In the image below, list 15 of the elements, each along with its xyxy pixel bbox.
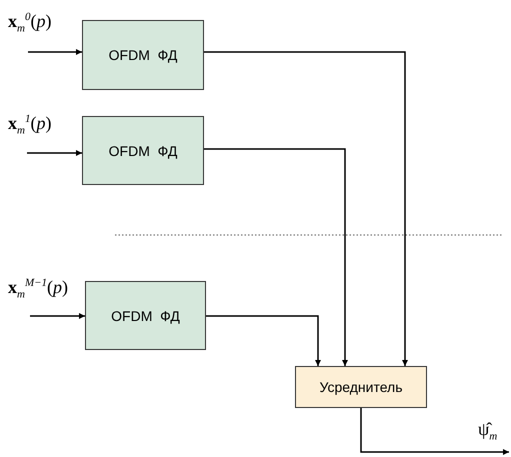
arrow xyxy=(204,148,348,366)
box-label: OFDM ФД xyxy=(111,308,180,324)
process-box xyxy=(82,20,204,90)
arrow xyxy=(360,408,509,455)
arrow xyxy=(30,313,85,319)
arrow xyxy=(204,51,408,366)
box-label: OFDM ФД xyxy=(108,142,178,158)
process-box xyxy=(82,116,204,185)
box-label: Усреднитель xyxy=(320,379,402,395)
averager-box xyxy=(295,366,427,408)
arrow xyxy=(28,49,82,55)
arrow xyxy=(206,315,321,366)
arrow xyxy=(27,150,82,156)
process-box xyxy=(85,281,206,350)
box-label: OFDM ФД xyxy=(108,47,178,63)
